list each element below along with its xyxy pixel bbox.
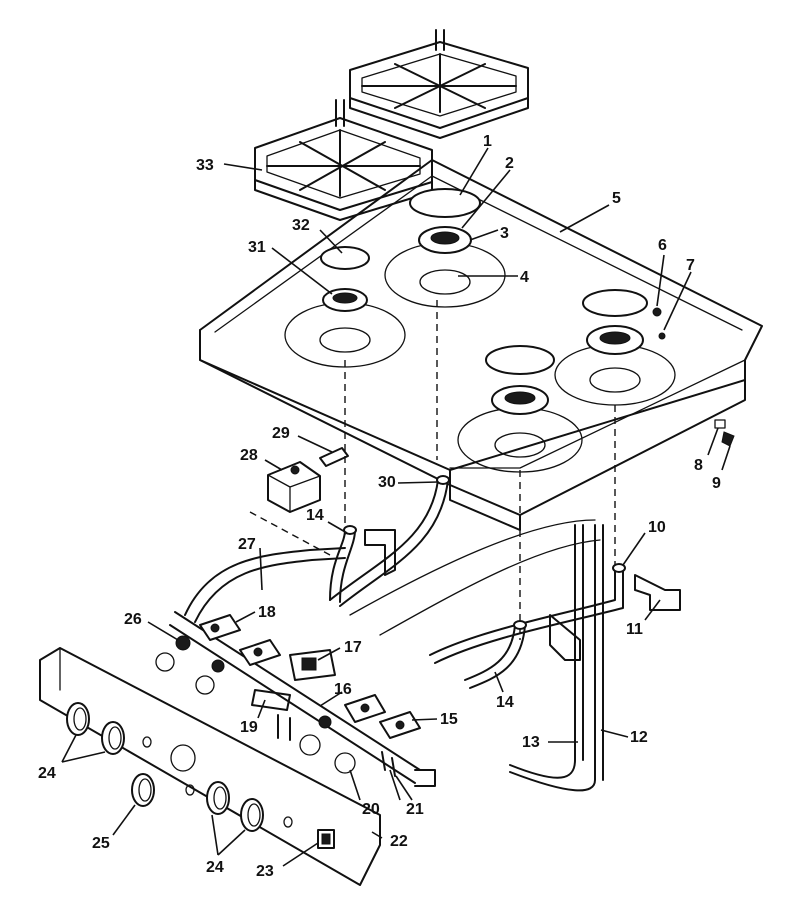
callout-24a: 24 <box>38 765 56 782</box>
control-knob-24-1 <box>66 702 90 736</box>
switch-23 <box>317 829 335 849</box>
callout-15: 15 <box>440 711 458 728</box>
callout-18: 18 <box>258 604 276 621</box>
callout-29: 29 <box>272 425 290 442</box>
burner-head-front-right <box>491 385 549 415</box>
clip-19 <box>251 689 291 711</box>
panel-hole-1 <box>142 736 152 748</box>
cooktop-panel <box>199 159 763 531</box>
panel-hole-4 <box>283 816 293 828</box>
washer-left-1 <box>155 652 175 672</box>
nut-mid <box>211 659 225 673</box>
callout-10: 10 <box>648 519 666 536</box>
bracket-right <box>549 614 581 661</box>
panel-hole-2 <box>170 744 196 772</box>
gas-tube-27 <box>184 547 346 623</box>
callout-27: 27 <box>238 536 256 553</box>
burner-grate-right <box>349 29 529 139</box>
gas-tube-30 <box>329 475 450 607</box>
nut-26 <box>175 635 191 651</box>
igniter-wire-29 <box>319 447 349 467</box>
control-knob-25 <box>131 773 155 807</box>
gas-tube-12 <box>509 524 604 792</box>
callout-6: 6 <box>658 237 667 254</box>
callout-26: 26 <box>124 611 142 628</box>
callout-31: 31 <box>248 239 266 256</box>
callout-21: 21 <box>406 801 424 818</box>
screw-6 <box>652 307 662 317</box>
valve-right-lower <box>344 694 386 723</box>
callout-23: 23 <box>256 863 274 880</box>
valve-center <box>239 639 281 666</box>
callout-14b: 14 <box>496 694 514 711</box>
screws-21 <box>381 751 396 777</box>
burner-cap-1 <box>409 188 481 218</box>
callout-32: 32 <box>292 217 310 234</box>
control-knob-24-3 <box>206 781 230 815</box>
callout-30: 30 <box>378 474 396 491</box>
callout-20: 20 <box>362 801 380 818</box>
screws-16 <box>277 714 291 741</box>
callout-2: 2 <box>505 155 514 172</box>
callout-labels: 1 2 3 4 5 6 7 8 9 10 11 12 13 14 14 15 1… <box>38 133 721 880</box>
valve-15 <box>379 711 421 739</box>
screw-7 <box>658 332 666 340</box>
callout-9: 9 <box>712 475 721 492</box>
valve-18 <box>199 614 241 641</box>
burner-base-front-right <box>457 407 583 473</box>
burner-head-rear-right <box>586 325 644 355</box>
control-panel-22 <box>39 647 381 886</box>
callout-33: 33 <box>196 157 214 174</box>
callout-12: 12 <box>630 729 648 746</box>
control-knob-24-4 <box>240 798 264 832</box>
callout-8: 8 <box>694 457 703 474</box>
burner-cap-rear-right <box>582 289 648 317</box>
gas-tube-10 <box>429 563 626 664</box>
callout-4: 4 <box>520 269 529 286</box>
callout-13: 13 <box>522 734 540 751</box>
bracket-8 <box>714 419 726 429</box>
callout-17: 17 <box>344 639 362 656</box>
control-knob-24-2 <box>101 721 125 755</box>
callout-24b: 24 <box>206 859 224 876</box>
callout-7: 7 <box>686 257 695 274</box>
bracket-left <box>364 529 396 576</box>
bracket-11 <box>634 574 681 611</box>
washer-20b <box>334 752 356 774</box>
callout-19: 19 <box>240 719 258 736</box>
washer-left-2 <box>195 675 215 695</box>
callout-28: 28 <box>240 447 258 464</box>
screw-9 <box>721 431 735 447</box>
burner-head-3 <box>418 226 472 254</box>
burner-base-front-left <box>284 302 406 368</box>
nut-right <box>318 715 332 729</box>
callout-1: 1 <box>483 133 492 150</box>
callout-3: 3 <box>500 225 509 242</box>
callout-14a: 14 <box>306 507 324 524</box>
washer-20a <box>299 734 321 756</box>
callout-11: 11 <box>626 621 643 638</box>
panel-hole-3 <box>185 784 195 796</box>
burner-cap-front-right <box>485 345 555 375</box>
igniter-module-28 <box>267 461 321 513</box>
burner-grate-left <box>254 99 433 221</box>
burner-cap-32 <box>320 246 370 270</box>
leader-lines <box>61 147 731 867</box>
callout-22: 22 <box>390 833 408 850</box>
gas-tube-14-right <box>464 620 527 689</box>
callout-16: 16 <box>334 681 352 698</box>
burner-head-31 <box>322 288 368 312</box>
callout-25: 25 <box>92 835 110 852</box>
gas-tube-13 <box>509 524 584 779</box>
gas-tube-long <box>349 519 601 636</box>
callout-5: 5 <box>612 190 621 207</box>
